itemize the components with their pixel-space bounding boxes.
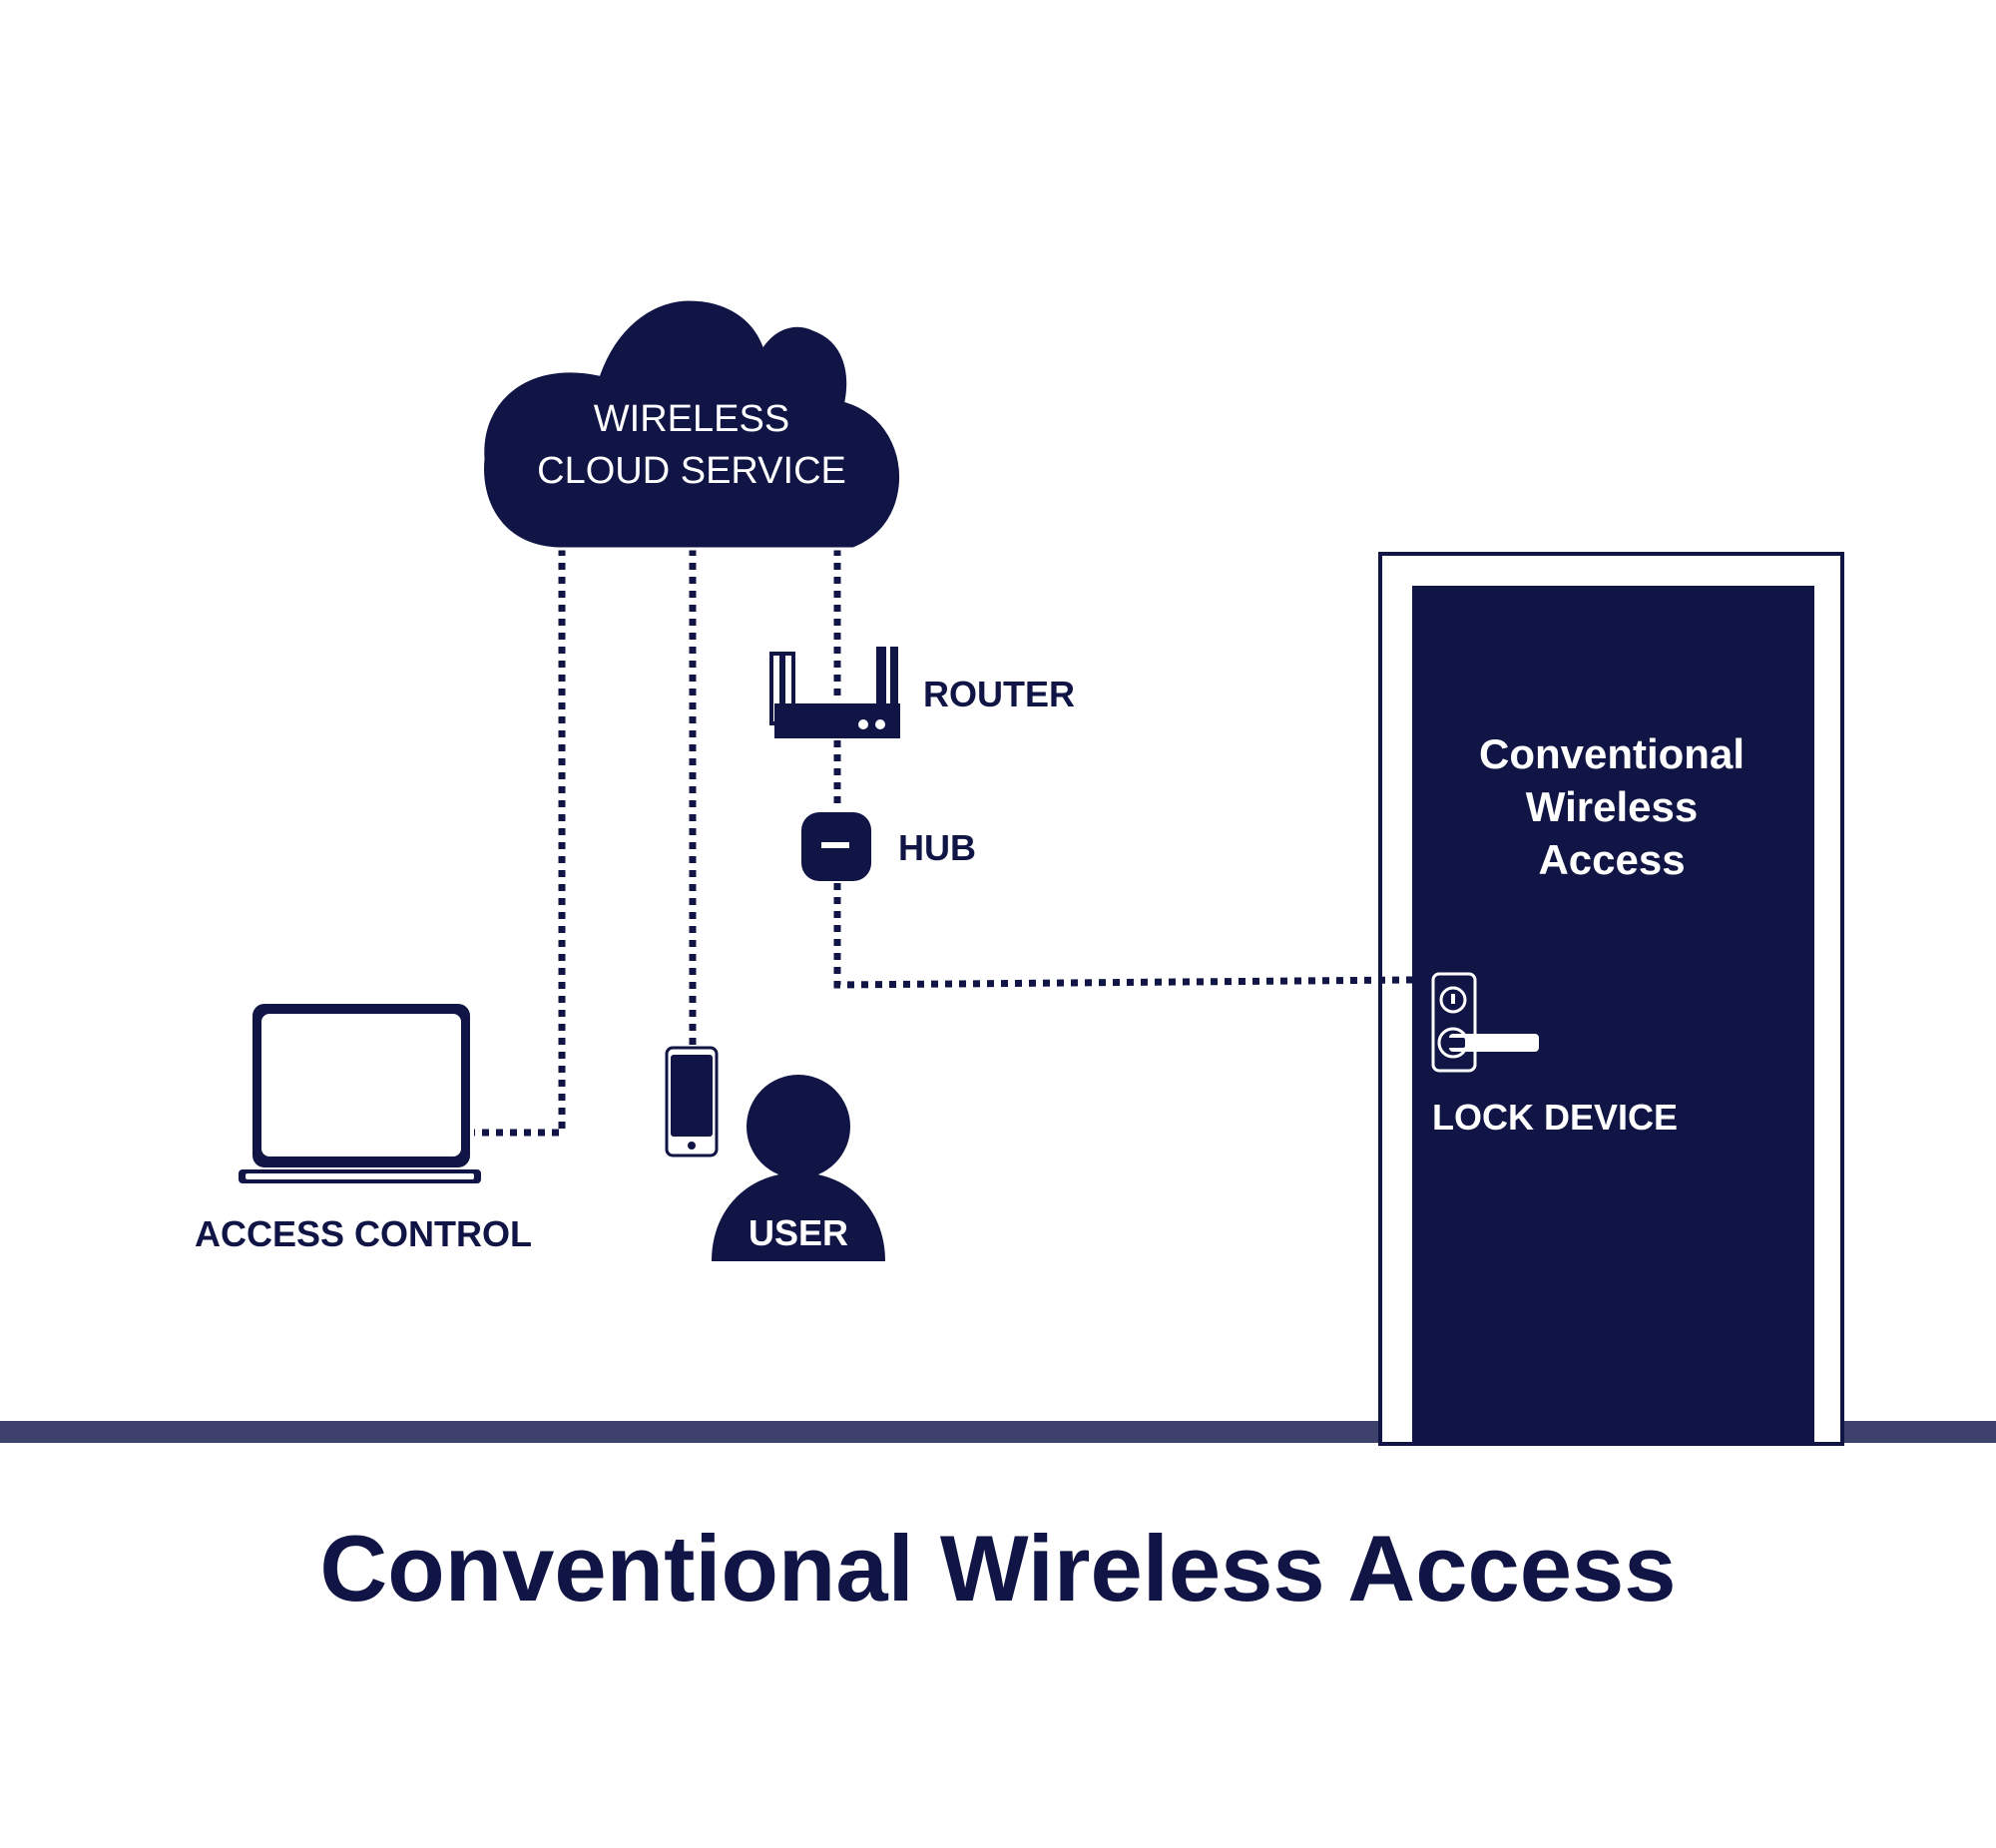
lock-handle-inner bbox=[1447, 1038, 1465, 1048]
lock-keypad bbox=[1439, 986, 1467, 1014]
phone-icon bbox=[665, 1046, 719, 1157]
lock-plate bbox=[1431, 972, 1477, 1073]
user-icon bbox=[712, 1075, 885, 1261]
lock-handle bbox=[1449, 1034, 1539, 1052]
door-label-line1: Conventional bbox=[1479, 730, 1745, 777]
cloud-icon: WIRELESS CLOUD SERVICE bbox=[481, 297, 903, 551]
access-control-label: ACCESS CONTROL bbox=[195, 1213, 532, 1254]
router-led-1 bbox=[858, 719, 868, 729]
door bbox=[1378, 552, 1844, 1446]
lock-device-label: LOCK DEVICE bbox=[1432, 1097, 1678, 1138]
lock-keyhole bbox=[1451, 994, 1455, 1004]
router-led-2 bbox=[875, 719, 885, 729]
connector-hub-to-lock bbox=[833, 883, 1413, 989]
diagram-title: Conventional Wireless Access bbox=[319, 1516, 1676, 1620]
lock-icon bbox=[1431, 972, 1539, 1073]
user-label: USER bbox=[748, 1212, 848, 1253]
connector-cloud-to-access-control bbox=[474, 549, 566, 1137]
router-label: ROUTER bbox=[923, 674, 1075, 714]
door-label-line3: Access bbox=[1538, 836, 1685, 883]
hub-icon bbox=[801, 812, 871, 881]
door-label-line2: Wireless bbox=[1526, 783, 1698, 830]
user-head bbox=[747, 1075, 850, 1178]
hub-label: HUB bbox=[898, 827, 976, 868]
door-panel bbox=[1412, 586, 1814, 1444]
router-antenna-right-2 bbox=[890, 647, 898, 704]
user-body bbox=[712, 1172, 885, 1261]
connector-lines bbox=[474, 549, 1413, 1137]
router-antenna-right bbox=[876, 647, 886, 704]
router-icon bbox=[769, 647, 900, 738]
cloud-label-line2: CLOUD SERVICE bbox=[537, 450, 846, 492]
laptop-icon bbox=[239, 1004, 481, 1183]
cloud-label-line1: WIRELESS bbox=[594, 398, 789, 440]
